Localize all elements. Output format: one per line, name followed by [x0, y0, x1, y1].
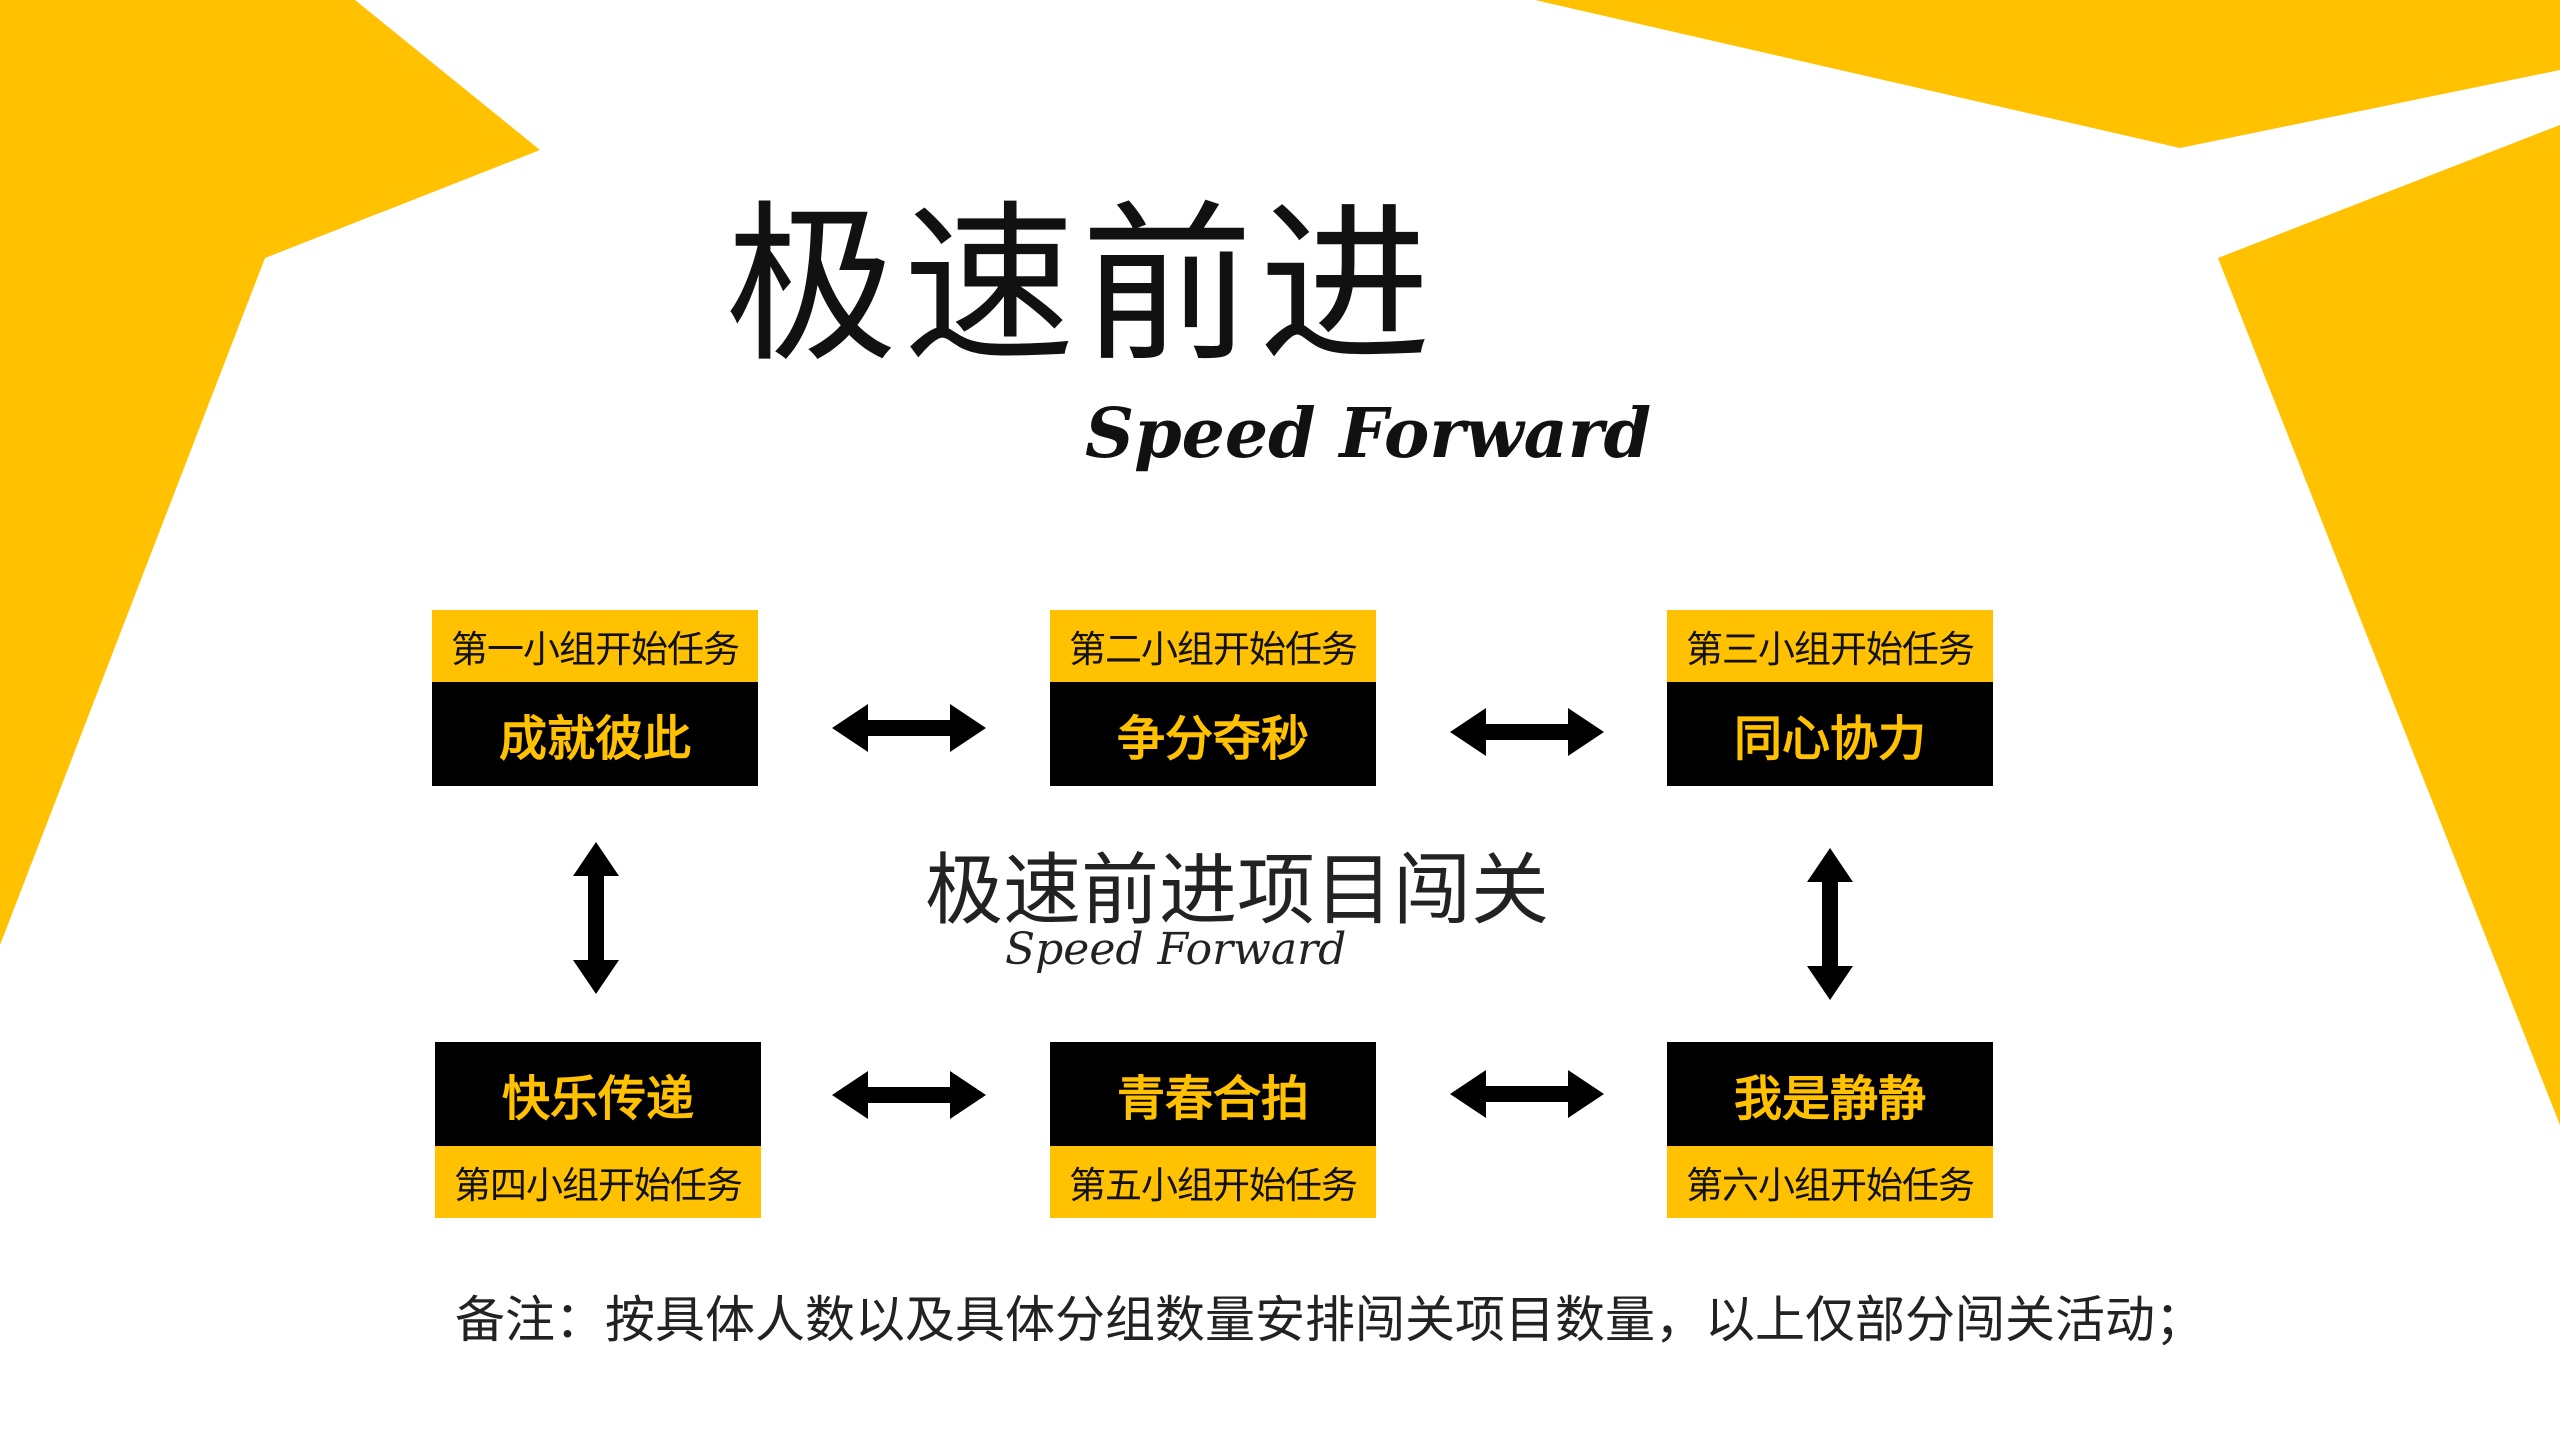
right-yellow-shape	[2218, 125, 2560, 1125]
center-title: 极速前进项目闯关	[925, 846, 1550, 936]
footnote: 备注：按具体人数以及具体分组数量安排闯关项目数量，以上仅部分闯关活动；	[455, 1291, 2205, 1349]
top-right-yellow-shape	[1535, 0, 2560, 148]
double-arrow-vertical-icon	[1807, 848, 1853, 1000]
group-tag: 第六小组开始任务	[1667, 1146, 1993, 1218]
group-tag: 第三小组开始任务	[1667, 610, 1993, 682]
group-tag: 第五小组开始任务	[1050, 1146, 1376, 1218]
double-arrow-horizontal-icon	[1450, 708, 1604, 756]
group-1-card: 第一小组开始任务 成就彼此	[432, 610, 758, 786]
center-subtitle: Speed Forward	[1005, 924, 1347, 975]
group-4-card: 快乐传递 第四小组开始任务	[435, 1042, 761, 1218]
group-name: 争分夺秒	[1050, 682, 1376, 786]
group-tag: 第二小组开始任务	[1050, 610, 1376, 682]
double-arrow-horizontal-icon	[1450, 1070, 1604, 1118]
group-name: 我是静静	[1667, 1042, 1993, 1146]
group-name: 同心协力	[1667, 682, 1993, 786]
group-2-card: 第二小组开始任务 争分夺秒	[1050, 610, 1376, 786]
group-tag: 第四小组开始任务	[435, 1146, 761, 1218]
group-5-card: 青春合拍 第五小组开始任务	[1050, 1042, 1376, 1218]
left-yellow-shape	[0, 0, 540, 945]
group-name: 成就彼此	[432, 682, 758, 786]
group-tag: 第一小组开始任务	[432, 610, 758, 682]
group-name: 快乐传递	[435, 1042, 761, 1146]
double-arrow-vertical-icon	[573, 842, 619, 994]
group-name: 青春合拍	[1050, 1042, 1376, 1146]
page-subtitle: Speed Forward	[1085, 394, 1652, 474]
double-arrow-horizontal-icon	[832, 704, 986, 752]
page-title: 极速前进	[725, 185, 1437, 386]
group-3-card: 第三小组开始任务 同心协力	[1667, 610, 1993, 786]
group-6-card: 我是静静 第六小组开始任务	[1667, 1042, 1993, 1218]
double-arrow-horizontal-icon	[832, 1071, 986, 1119]
